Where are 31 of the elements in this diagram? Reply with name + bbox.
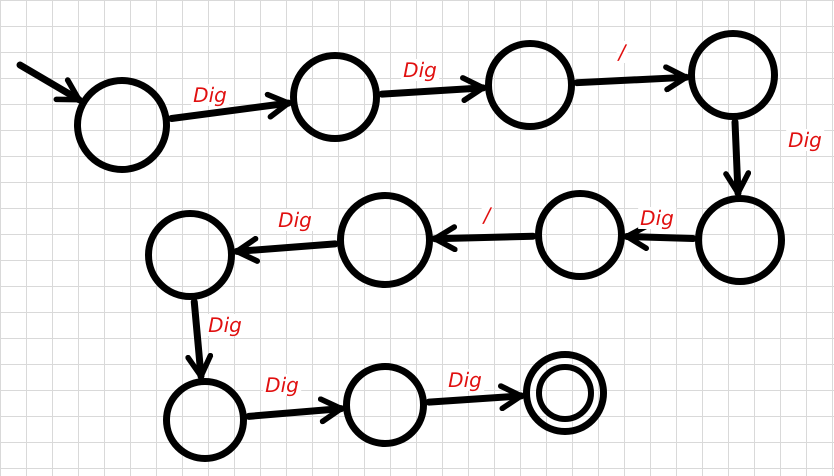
state-circle xyxy=(343,363,427,447)
state-circle xyxy=(145,210,235,300)
state-circle xyxy=(74,77,170,173)
arrow xyxy=(16,62,82,104)
edge-label: Dig xyxy=(191,84,229,106)
edge-label: Dig xyxy=(401,59,439,81)
edge-label: Dig xyxy=(263,374,301,396)
state-circle xyxy=(695,195,785,285)
arrow xyxy=(245,396,345,424)
accepting-state-circle xyxy=(523,351,607,435)
arrow xyxy=(431,224,537,252)
edge-label: Dig xyxy=(446,369,484,391)
edge-label: / xyxy=(482,204,492,226)
edge-label: Dig xyxy=(786,129,824,151)
state-circle xyxy=(163,378,247,462)
state-circle xyxy=(337,192,433,288)
edge-label: Dig xyxy=(206,314,244,336)
state-circle xyxy=(535,190,625,280)
arrow xyxy=(378,75,487,104)
arrow xyxy=(233,236,339,264)
state-circle xyxy=(485,40,575,130)
state-circle xyxy=(688,30,778,120)
arrow xyxy=(425,383,525,412)
edge-label: Dig xyxy=(276,209,314,231)
arrow xyxy=(185,298,214,380)
arrow xyxy=(723,118,752,197)
edge-label: Dig xyxy=(638,207,676,229)
arrow xyxy=(573,64,690,92)
arrow xyxy=(168,92,292,122)
edge-label: / xyxy=(616,41,628,63)
state-circle xyxy=(290,52,380,142)
